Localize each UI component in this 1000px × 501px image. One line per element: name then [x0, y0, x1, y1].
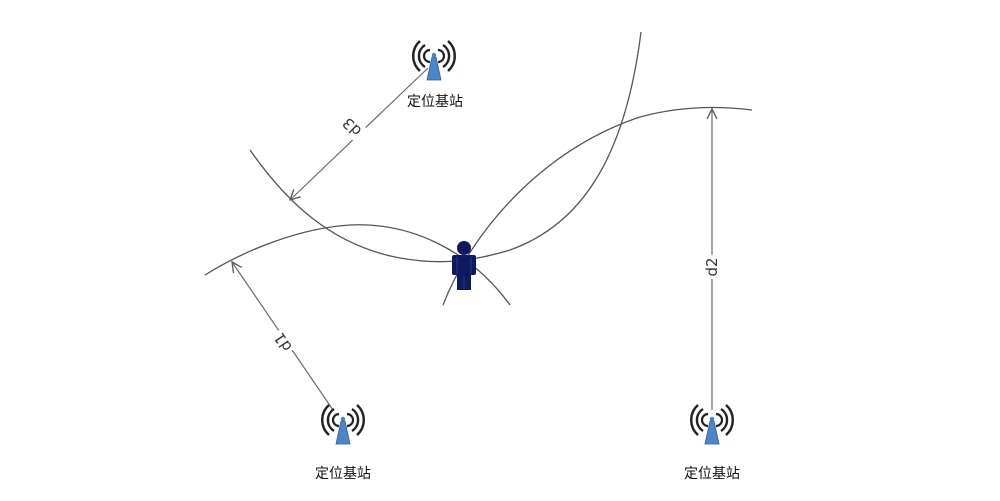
station-label-bottom-left: 定位基站 — [315, 466, 371, 482]
distance-label-d3: d3 — [339, 114, 365, 140]
distance-label-d2: d2 — [703, 257, 721, 276]
distance-line-d2: d2 — [701, 109, 723, 410]
station-label-top: 定位基站 — [407, 94, 463, 110]
station-label-bottom-right: 定位基站 — [684, 466, 740, 482]
person-icon — [452, 241, 476, 290]
radio-tower-icon — [321, 404, 365, 445]
distance-line-d1: d1 — [232, 262, 334, 411]
distance-label-d1: d1 — [270, 329, 296, 355]
range-arc-d2 — [442, 106, 753, 306]
radio-tower-icon — [690, 404, 734, 445]
radio-tower-icon — [412, 40, 456, 81]
distance-line-d3: d3 — [290, 67, 429, 200]
